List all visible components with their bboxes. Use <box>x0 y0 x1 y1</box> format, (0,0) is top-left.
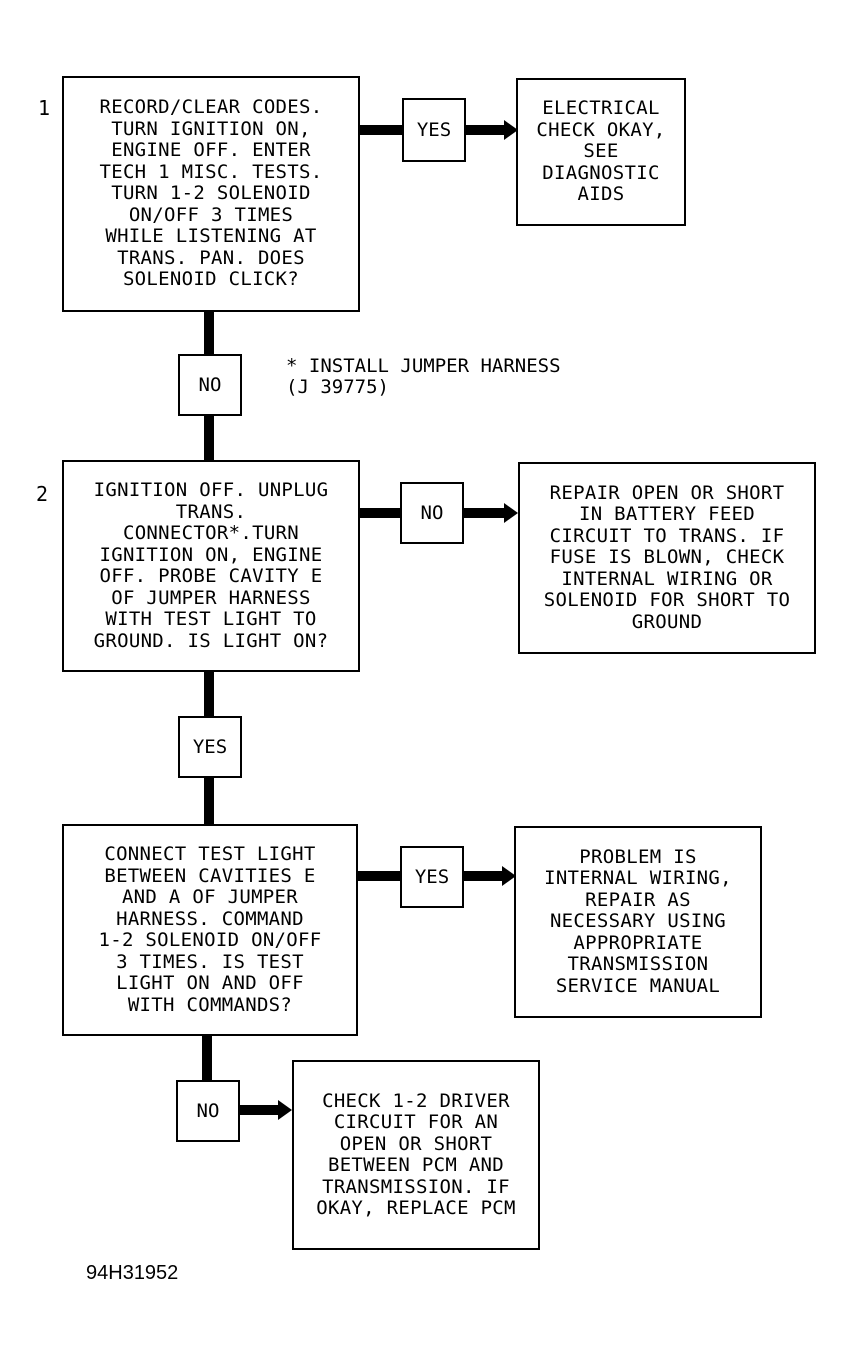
step-3-text: CONNECT TEST LIGHT BETWEEN CAVITIES E AN… <box>98 843 322 1016</box>
connector-step2-no <box>358 508 402 518</box>
arrowhead-result1 <box>504 120 518 140</box>
result-3-box: PROBLEM IS INTERNAL WIRING, REPAIR AS NE… <box>514 826 762 1018</box>
connector-no-result4 <box>238 1105 280 1115</box>
result-2-box: REPAIR OPEN OR SHORT IN BATTERY FEED CIR… <box>518 462 816 654</box>
jumper-harness-note: * INSTALL JUMPER HARNESS (J 39775) <box>286 355 561 398</box>
result-2-text: REPAIR OPEN OR SHORT IN BATTERY FEED CIR… <box>543 481 791 633</box>
figure-id: 94H31952 <box>86 1262 179 1284</box>
decision-yes-2: YES <box>178 716 242 778</box>
connector-yes-result3 <box>462 871 504 881</box>
connector-step1-yes <box>360 125 404 135</box>
decision-no-2: NO <box>400 482 464 544</box>
connector-step3-yes <box>356 871 402 881</box>
connector-no-step2 <box>204 414 214 462</box>
result-3-text: PROBLEM IS INTERNAL WIRING, REPAIR AS NE… <box>544 845 732 997</box>
connector-step2-yes <box>204 670 214 718</box>
decision-yes-1: YES <box>402 98 466 162</box>
connector-yes-result1 <box>464 125 506 135</box>
arrowhead-result2 <box>504 503 518 523</box>
step-1-text: RECORD/CLEAR CODES. TURN IGNITION ON, EN… <box>99 96 323 291</box>
result-1-text: ELECTRICAL CHECK OKAY, SEE DIAGNOSTIC AI… <box>536 97 666 206</box>
arrowhead-result4 <box>278 1100 292 1120</box>
connector-no-result2 <box>462 508 506 518</box>
connector-yes-step3 <box>204 776 214 826</box>
step-3-box: CONNECT TEST LIGHT BETWEEN CAVITIES E AN… <box>62 824 358 1036</box>
step-number-2: 2 <box>36 482 49 506</box>
step-2-box: IGNITION OFF. UNPLUG TRANS. CONNECTOR*.T… <box>62 460 360 672</box>
result-4-box: CHECK 1-2 DRIVER CIRCUIT FOR AN OPEN OR … <box>292 1060 540 1250</box>
decision-no-3: NO <box>176 1080 240 1142</box>
result-4-text: CHECK 1-2 DRIVER CIRCUIT FOR AN OPEN OR … <box>316 1089 516 1219</box>
arrowhead-result3 <box>502 866 516 886</box>
result-1-box: ELECTRICAL CHECK OKAY, SEE DIAGNOSTIC AI… <box>516 78 686 226</box>
connector-step3-no <box>202 1033 212 1081</box>
decision-no-1: NO <box>178 354 242 416</box>
step-2-text: IGNITION OFF. UNPLUG TRANS. CONNECTOR*.T… <box>93 479 329 652</box>
step-1-box: RECORD/CLEAR CODES. TURN IGNITION ON, EN… <box>62 76 360 312</box>
decision-yes-3: YES <box>400 846 464 908</box>
connector-step1-no <box>204 310 214 356</box>
step-number-1: 1 <box>38 96 51 120</box>
